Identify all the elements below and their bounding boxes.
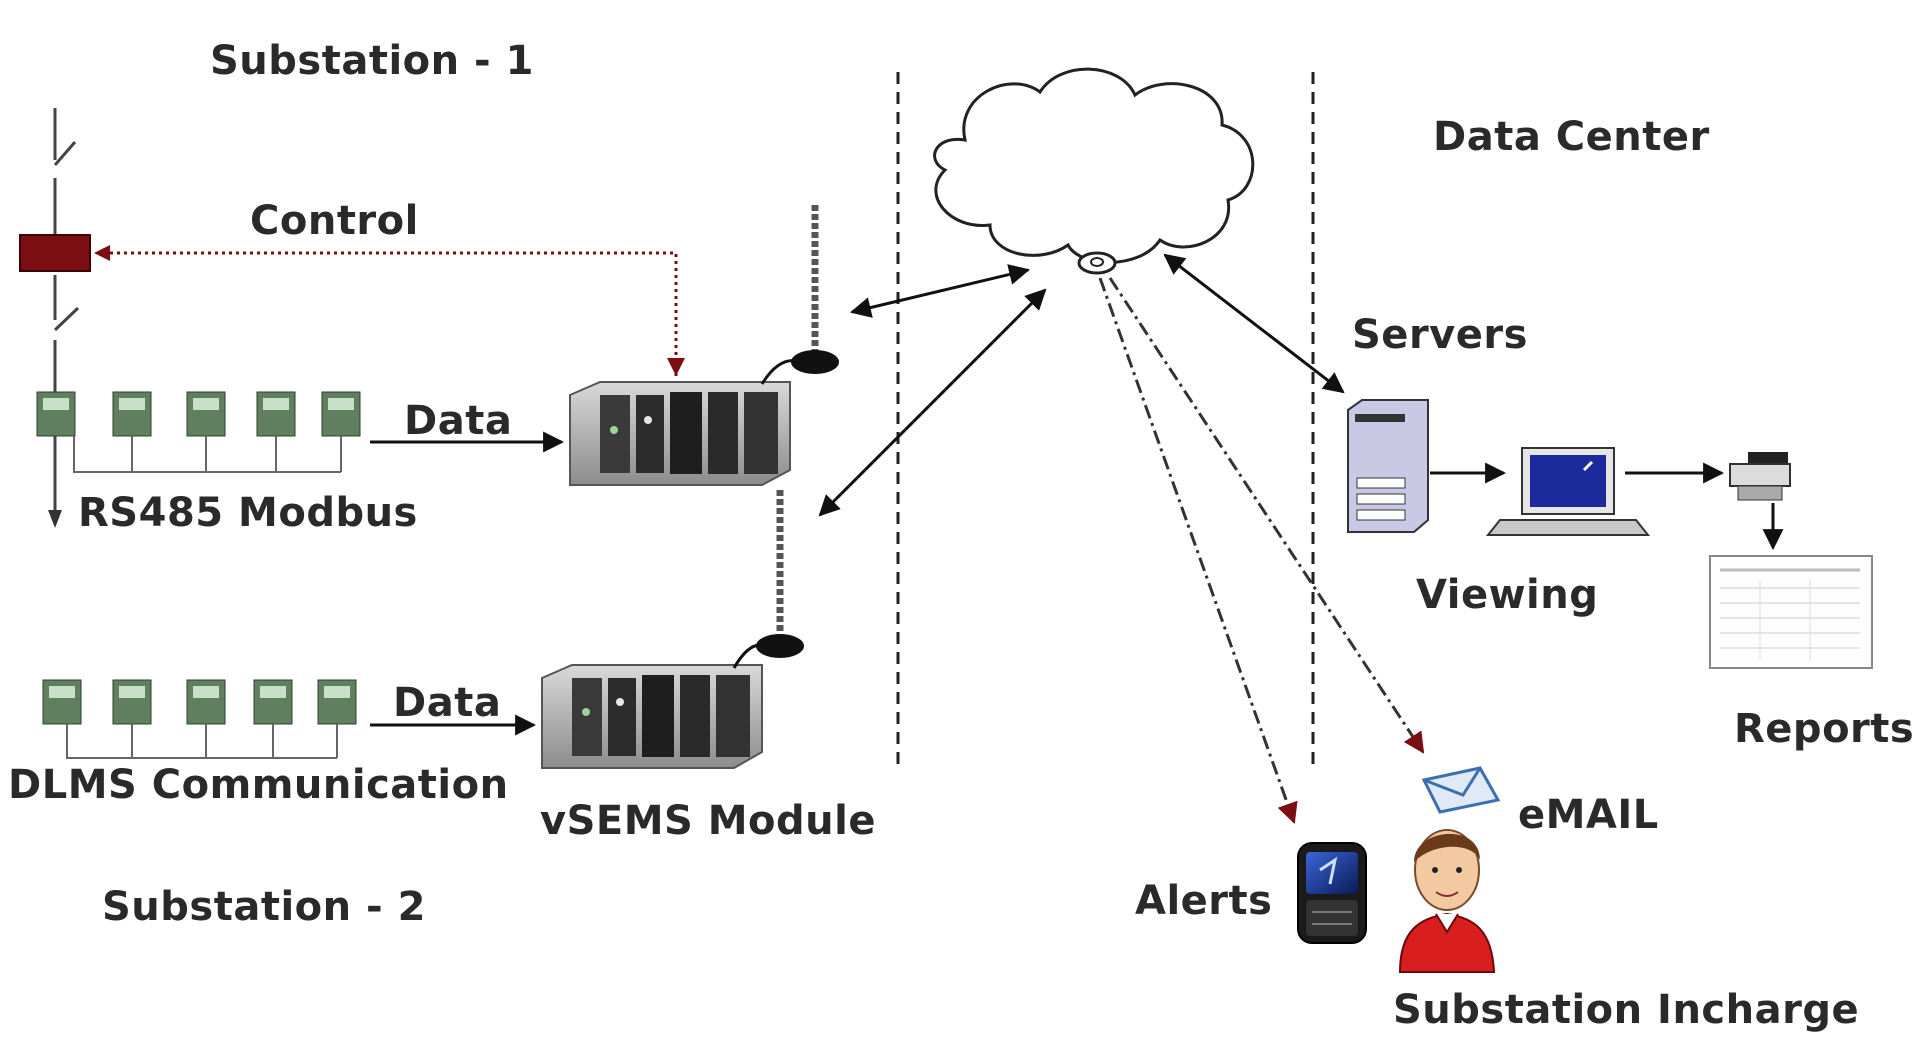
meter-row-1 bbox=[36, 391, 361, 473]
reports-label: Reports bbox=[1734, 706, 1915, 752]
incharge-label: Substation Incharge bbox=[1393, 987, 1860, 1033]
rs485-label: RS485 Modbus bbox=[78, 490, 418, 536]
servers-label: Servers bbox=[1352, 312, 1528, 358]
email-envelope-icon bbox=[1421, 766, 1501, 814]
link-module2-cloud bbox=[818, 288, 1047, 517]
alert-line bbox=[1098, 277, 1298, 824]
data1-label: Data bbox=[404, 398, 513, 444]
energy-meter-icon bbox=[36, 391, 76, 437]
email-line bbox=[1108, 277, 1425, 754]
report-document-icon bbox=[1709, 555, 1873, 669]
server-icon bbox=[1347, 399, 1429, 533]
cloud-icon bbox=[933, 67, 1255, 275]
alerts-label: Alerts bbox=[1135, 878, 1273, 924]
breaker-icon bbox=[19, 234, 91, 272]
email-label: eMAIL bbox=[1518, 792, 1659, 838]
substation2-label: Substation - 2 bbox=[102, 884, 426, 930]
viewing-label: Viewing bbox=[1416, 572, 1599, 618]
antenna-icon bbox=[732, 490, 804, 669]
plc-module-icon bbox=[569, 381, 791, 486]
link-cloud-servers bbox=[1163, 253, 1345, 394]
energy-meter-icon bbox=[112, 679, 152, 725]
mobile-phone-icon bbox=[1297, 842, 1367, 944]
energy-meter-icon bbox=[317, 679, 357, 725]
link-module1-cloud bbox=[849, 264, 1031, 318]
energy-meter-icon bbox=[186, 679, 226, 725]
energy-meter-icon bbox=[253, 679, 293, 725]
control-signal-arrow bbox=[94, 245, 685, 376]
data-center-label: Data Center bbox=[1433, 114, 1710, 160]
energy-meter-icon bbox=[112, 391, 152, 437]
person-icon bbox=[1398, 829, 1496, 973]
monitor-icon bbox=[1485, 447, 1651, 536]
energy-meter-icon bbox=[42, 679, 82, 725]
energy-meter-icon bbox=[321, 391, 361, 437]
printer-icon bbox=[1729, 452, 1791, 501]
energy-meter-icon bbox=[256, 391, 296, 437]
meter-row-2 bbox=[42, 679, 357, 759]
energy-meter-icon bbox=[186, 391, 226, 437]
substation1-label: Substation - 1 bbox=[210, 38, 534, 84]
vsems-label: vSEMS Module bbox=[540, 798, 876, 844]
dlms-label: DLMS Communication bbox=[8, 762, 509, 808]
antenna-icon bbox=[760, 205, 839, 385]
data2-label: Data bbox=[393, 680, 502, 726]
plc-module-icon bbox=[541, 664, 763, 769]
control-label: Control bbox=[250, 198, 419, 244]
